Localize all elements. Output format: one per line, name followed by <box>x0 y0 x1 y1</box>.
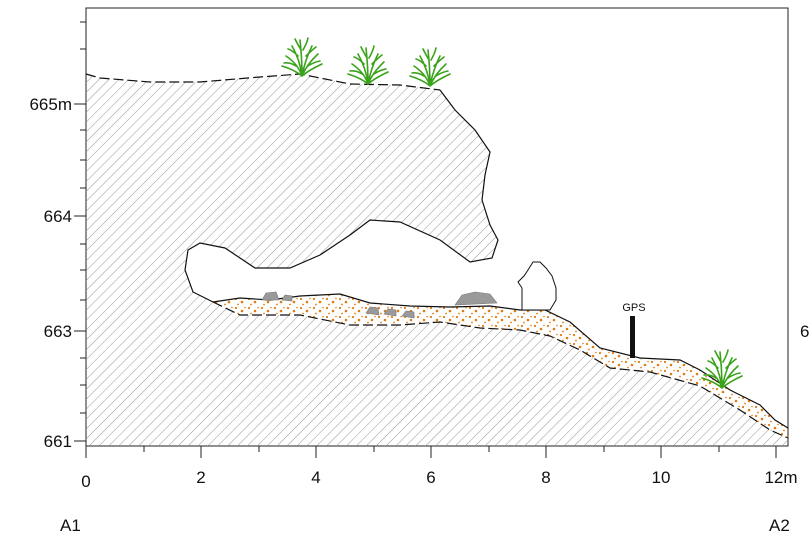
elevation-label-663: 663 <box>44 322 72 341</box>
elevation-label-665: 665m <box>29 95 72 114</box>
elevation-label-661: 661 <box>44 432 72 451</box>
bedrock-outline <box>212 301 789 439</box>
distance-label-10: 10 <box>652 468 671 487</box>
upper-rock-mass <box>86 74 498 318</box>
plant-icon <box>409 47 451 87</box>
distance-label-0: 0 <box>81 472 90 491</box>
elevation-label-664: 664 <box>44 207 72 226</box>
distance-label-4: 4 <box>311 468 320 487</box>
plant-icon <box>281 37 323 77</box>
stones <box>261 291 498 319</box>
distance-label-12m: 12m <box>764 468 797 487</box>
distance-label-6: 6 <box>426 468 435 487</box>
gps-marker <box>630 316 635 358</box>
surface-outline <box>85 73 441 91</box>
distance-label-2: 2 <box>196 468 205 487</box>
statue-outline <box>517 261 557 311</box>
bottom-axis-ticks <box>85 446 777 458</box>
overhang-outline <box>184 89 499 303</box>
left-axis-ticks <box>74 21 86 442</box>
endpoint-label-a1: A1 <box>60 516 81 535</box>
plant-icon <box>347 45 389 85</box>
sediment-layer <box>213 294 788 438</box>
distance-label-8: 8 <box>541 468 550 487</box>
right-edge-label: 6 <box>800 322 809 341</box>
endpoint-label-a2: A2 <box>769 516 790 535</box>
lower-rock-mass <box>86 302 788 446</box>
gps-label: GPS <box>622 302 645 314</box>
